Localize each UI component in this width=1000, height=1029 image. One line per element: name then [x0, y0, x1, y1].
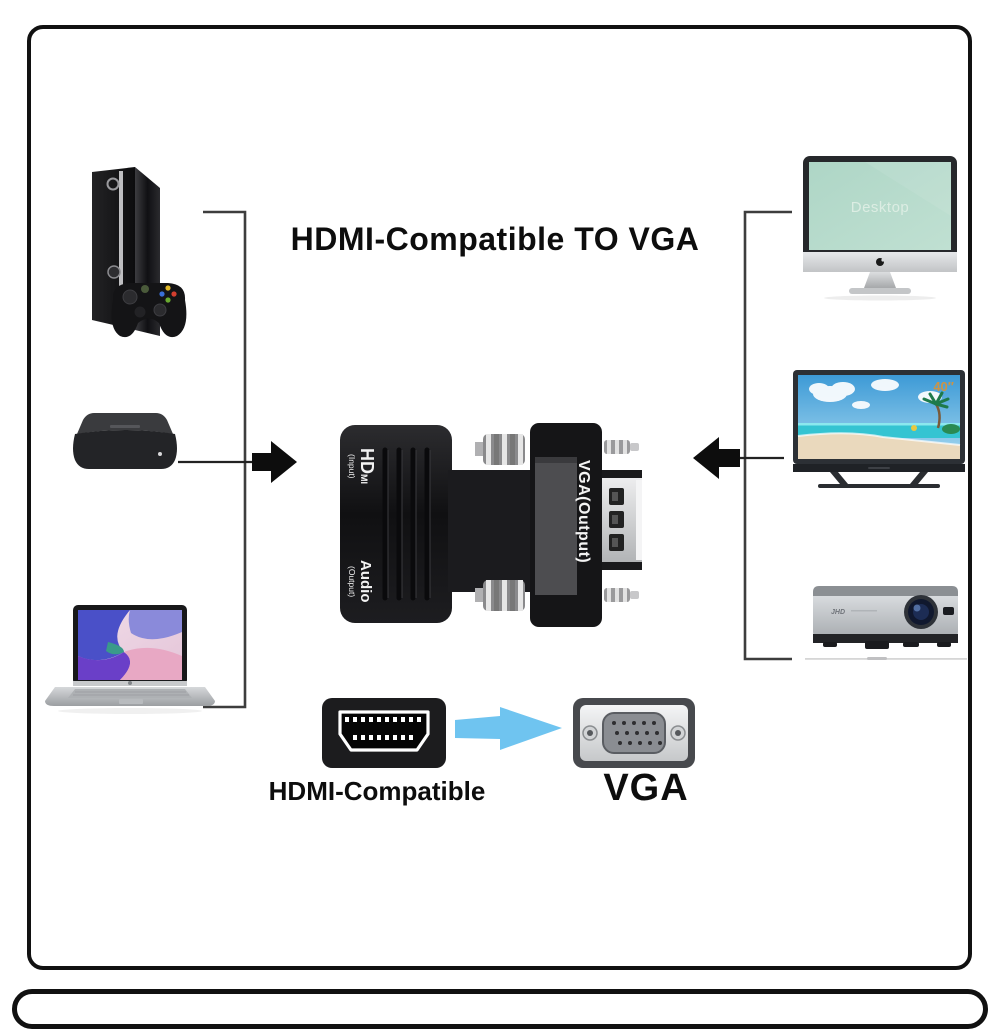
vga-screw-hole-left [582, 725, 598, 741]
monitor-sheen [865, 162, 951, 216]
vga-screw-top [604, 440, 639, 454]
tv-screen-beach-scene: 40″ [797, 375, 961, 459]
console-power-button [107, 265, 121, 279]
connection-lines [178, 210, 792, 709]
diagram-title: HDMI-Compatible TO VGA [290, 221, 700, 257]
diagram-frame [27, 25, 972, 970]
vga-screw-hole-right [670, 725, 686, 741]
button-a [165, 297, 171, 303]
laptop-trackpad [119, 699, 143, 704]
controller-left-stick [122, 289, 138, 305]
projector-logo: JHD [831, 609, 845, 616]
right-bracket-line [743, 210, 792, 661]
laptop-keyboard [68, 689, 192, 698]
clouds [809, 379, 942, 409]
thumbscrew-bottom [475, 580, 525, 611]
umbrella-dot [911, 425, 917, 431]
tv-size-badge: 40″ [933, 379, 954, 394]
laptop-wallpaper [78, 610, 182, 680]
adapter-hd-label: HDMI(Input) [347, 448, 377, 484]
laptop-shadow [58, 708, 202, 714]
foam [797, 432, 961, 446]
hdmi-footer-label: HDMI-Compatible [268, 776, 486, 806]
game-console-icon [92, 167, 187, 338]
monitor-logo-bite [881, 258, 885, 262]
monitor-base [849, 288, 911, 294]
button-x [159, 291, 165, 297]
button-y [165, 285, 171, 291]
tv-leg-left [830, 472, 848, 484]
adapter-neck [448, 470, 534, 592]
diagram-stage: HDMI-Compatible TO VGA [12, 25, 988, 1029]
adapter-ridge-highlights [387, 450, 431, 598]
desktop-screen-label: Desktop [851, 199, 910, 216]
tv-box-icon [73, 413, 177, 469]
laptop-icon [45, 605, 215, 714]
tv-box-led [158, 452, 162, 456]
laptop-key-rows [73, 691, 189, 696]
hdmi-plug-icon [322, 698, 446, 768]
projector-icon: JHD [805, 586, 967, 660]
console-slot [119, 171, 123, 324]
right-arrow-icon [252, 441, 297, 483]
monitor-screen [809, 162, 951, 250]
projector-lens-glint [913, 604, 921, 612]
projector-ir-window [943, 607, 954, 615]
adapter-audio-label: Audio(Output) [347, 560, 374, 603]
tv-stand-bar [818, 484, 940, 488]
monitor-shadow [824, 295, 936, 301]
projector-logo-line [851, 610, 877, 612]
left-bracket-line [203, 210, 247, 709]
sand [798, 433, 960, 459]
desktop-monitor-icon: Desktop [803, 156, 957, 301]
adapter-ridges [382, 447, 430, 601]
tv-logo [868, 467, 890, 469]
monitor-stand [864, 272, 896, 288]
vga-pins [612, 721, 662, 745]
controller-right-stick [153, 303, 167, 317]
bush [942, 424, 960, 434]
hdmi-pins [345, 717, 421, 740]
vga-male-connector [602, 470, 642, 570]
flange-window-shade [535, 457, 577, 463]
palm-leaves [922, 391, 950, 409]
vga-connector-icon [573, 698, 695, 768]
projector-top-strip [813, 586, 958, 596]
adapter-flange-window [535, 457, 577, 595]
tv-icon: 40″ [793, 370, 965, 488]
tv-box-logo [110, 425, 140, 428]
blue-arrow-shape [455, 707, 562, 750]
projector-feet [823, 641, 951, 649]
projector-base-strip [813, 634, 958, 643]
controller-guide-button [141, 285, 149, 293]
sea-horizon [798, 423, 960, 426]
thumbscrew-top [475, 434, 525, 465]
controller-dpad [134, 306, 146, 318]
laptop-logo [128, 681, 132, 685]
adapter-product-image: HDMI(Input) Audio(Output) V [340, 423, 642, 627]
tv-box-front [73, 430, 177, 469]
vga-footer-label: VGA [603, 767, 689, 809]
tv-box-top [77, 413, 173, 434]
reflection-mark [867, 657, 887, 660]
console-logo-ring [106, 177, 120, 191]
tv-leg-right [910, 472, 928, 484]
button-b [171, 291, 177, 297]
left-arrow-icon [693, 437, 740, 479]
adapter-hdmi-body [340, 425, 452, 623]
adapter-vga-label: VGA(Output) [575, 460, 592, 563]
blue-arrow-icon [455, 707, 562, 750]
vga-screw-bottom [604, 588, 639, 602]
